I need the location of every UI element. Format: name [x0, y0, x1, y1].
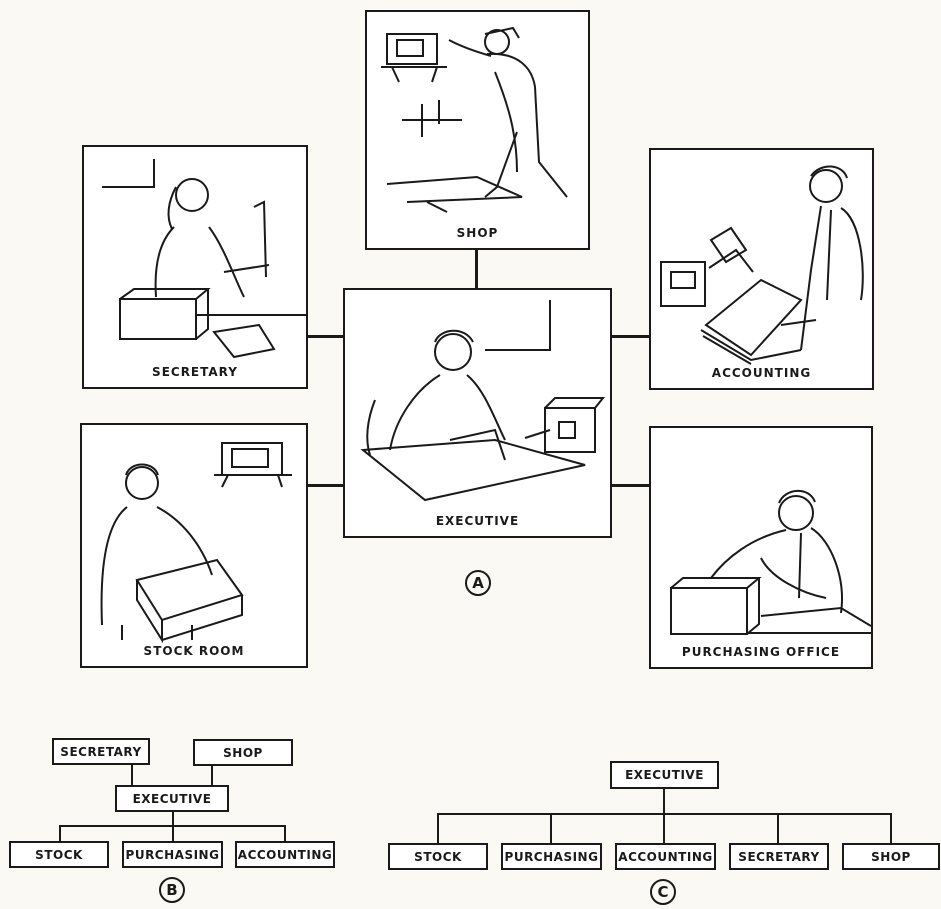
- panel-executive: EXECUTIVE: [343, 288, 612, 538]
- panel-stock-room: STOCK ROOM: [80, 423, 308, 668]
- purchasing-office-label: PURCHASING OFFICE: [651, 645, 871, 659]
- c-box-executive: EXECUTIVE: [610, 761, 719, 789]
- c-box-shop: SHOP: [842, 843, 940, 870]
- accounting-label: ACCOUNTING: [651, 366, 872, 380]
- wire-accounting-executive: [610, 335, 651, 338]
- panel-purchasing-office: PURCHASING OFFICE: [649, 426, 873, 669]
- panel-accounting: ACCOUNTING: [649, 148, 874, 390]
- c-line-exec-down: [663, 788, 665, 815]
- c-box-accounting: ACCOUNTING: [615, 843, 716, 870]
- b-box-accounting: ACCOUNTING: [235, 841, 335, 868]
- wire-stockroom-executive: [306, 484, 344, 487]
- c-line-accounting-drop: [663, 813, 665, 844]
- c-box-secretary: SECRETARY: [729, 843, 829, 870]
- marker-c: C: [650, 879, 676, 905]
- marker-b: B: [159, 877, 185, 903]
- stock-clerk-illustration: [82, 425, 308, 668]
- b-line-shop-down: [211, 765, 213, 786]
- b-box-purchasing: PURCHASING: [122, 841, 223, 868]
- c-box-purchasing: PURCHASING: [501, 843, 602, 870]
- b-box-stock: STOCK: [9, 841, 109, 868]
- b-line-secretary-down: [131, 764, 133, 785]
- c-line-shop-drop: [890, 813, 892, 844]
- b-line-purchasing-drop: [172, 825, 174, 842]
- wire-shop-executive: [475, 248, 478, 290]
- c-line-secretary-drop: [777, 813, 779, 844]
- accountant-illustration: [651, 150, 874, 390]
- b-box-executive: EXECUTIVE: [115, 785, 229, 812]
- secretary-illustration: [84, 147, 308, 389]
- b-box-secretary: SECRETARY: [52, 738, 150, 765]
- panel-secretary: SECRETARY: [82, 145, 308, 389]
- shop-label: SHOP: [367, 226, 588, 240]
- panel-shop: SHOP: [365, 10, 590, 250]
- marker-a: A: [465, 570, 491, 596]
- executive-illustration: [345, 290, 612, 538]
- purchasing-agent-illustration: [651, 428, 873, 669]
- shop-worker-illustration: [367, 12, 590, 250]
- executive-label: EXECUTIVE: [345, 514, 610, 528]
- c-box-stock: STOCK: [388, 843, 488, 870]
- c-line-stock-drop: [437, 813, 439, 844]
- b-line-accounting-drop: [284, 825, 286, 842]
- wire-purchasing-executive: [610, 484, 651, 487]
- b-box-shop: SHOP: [193, 739, 293, 766]
- c-line-purchasing-drop: [550, 813, 552, 844]
- stock-room-label: STOCK ROOM: [82, 644, 306, 658]
- wire-secretary-executive: [306, 335, 344, 338]
- b-line-stock-drop: [59, 825, 61, 842]
- secretary-label: SECRETARY: [84, 365, 306, 379]
